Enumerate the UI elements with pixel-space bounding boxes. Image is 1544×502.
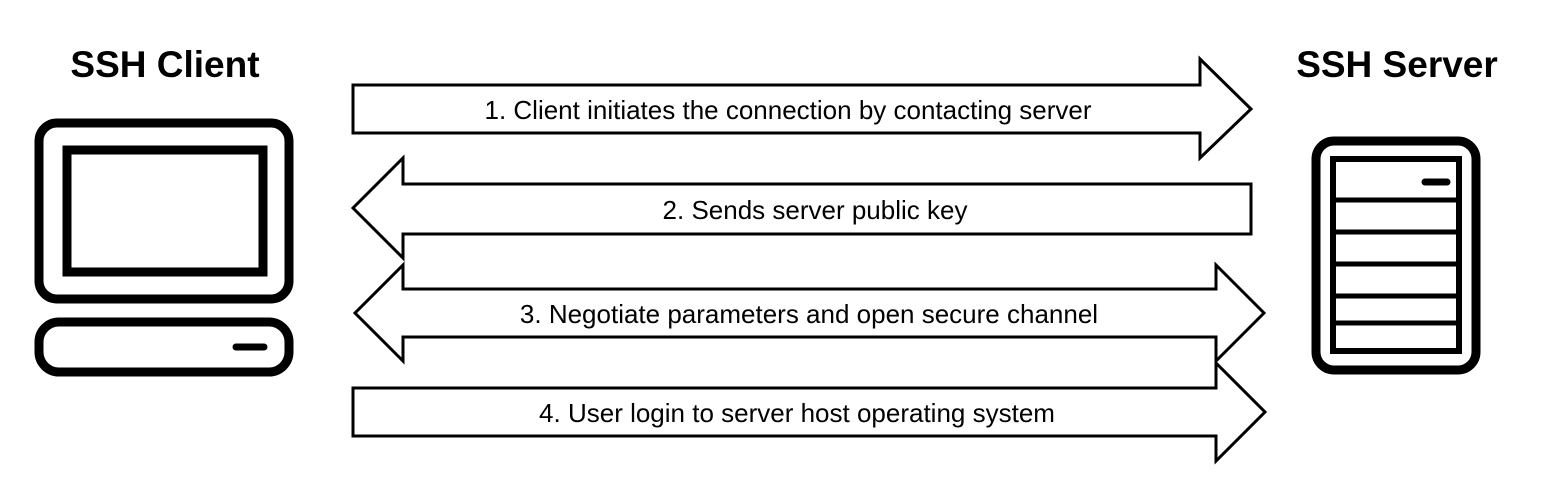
computer-base: [34, 317, 294, 377]
right-arrow-shape: [351, 55, 1254, 162]
server-title: SSH Server: [1296, 44, 1498, 85]
left-arrow-shape: [350, 154, 1253, 262]
step-2-label: 2. Sends server public key: [663, 195, 968, 225]
right-arrow-shape: [351, 359, 1268, 465]
desktop-computer-icon: [34, 118, 294, 377]
step-2-arrow: 2. Sends server public key: [350, 154, 1253, 262]
step-4-label: 4. User login to server host operating s…: [539, 398, 1055, 428]
double-arrow-shape: [352, 261, 1267, 365]
server-outer-case: [1311, 136, 1481, 375]
client-title: SSH Client: [70, 44, 259, 85]
server-inner-panel: [1330, 156, 1462, 354]
step-1-label: 1. Client initiates the connection by co…: [484, 95, 1091, 125]
server-tower-icon: [1311, 136, 1481, 375]
step-3-label: 3. Negotiate parameters and open secure …: [520, 299, 1098, 329]
monitor-screen: [62, 145, 268, 277]
step-3-arrow: 3. Negotiate parameters and open secure …: [352, 261, 1267, 365]
step-1-arrow: 1. Client initiates the connection by co…: [351, 55, 1254, 162]
step-4-arrow: 4. User login to server host operating s…: [351, 359, 1268, 465]
